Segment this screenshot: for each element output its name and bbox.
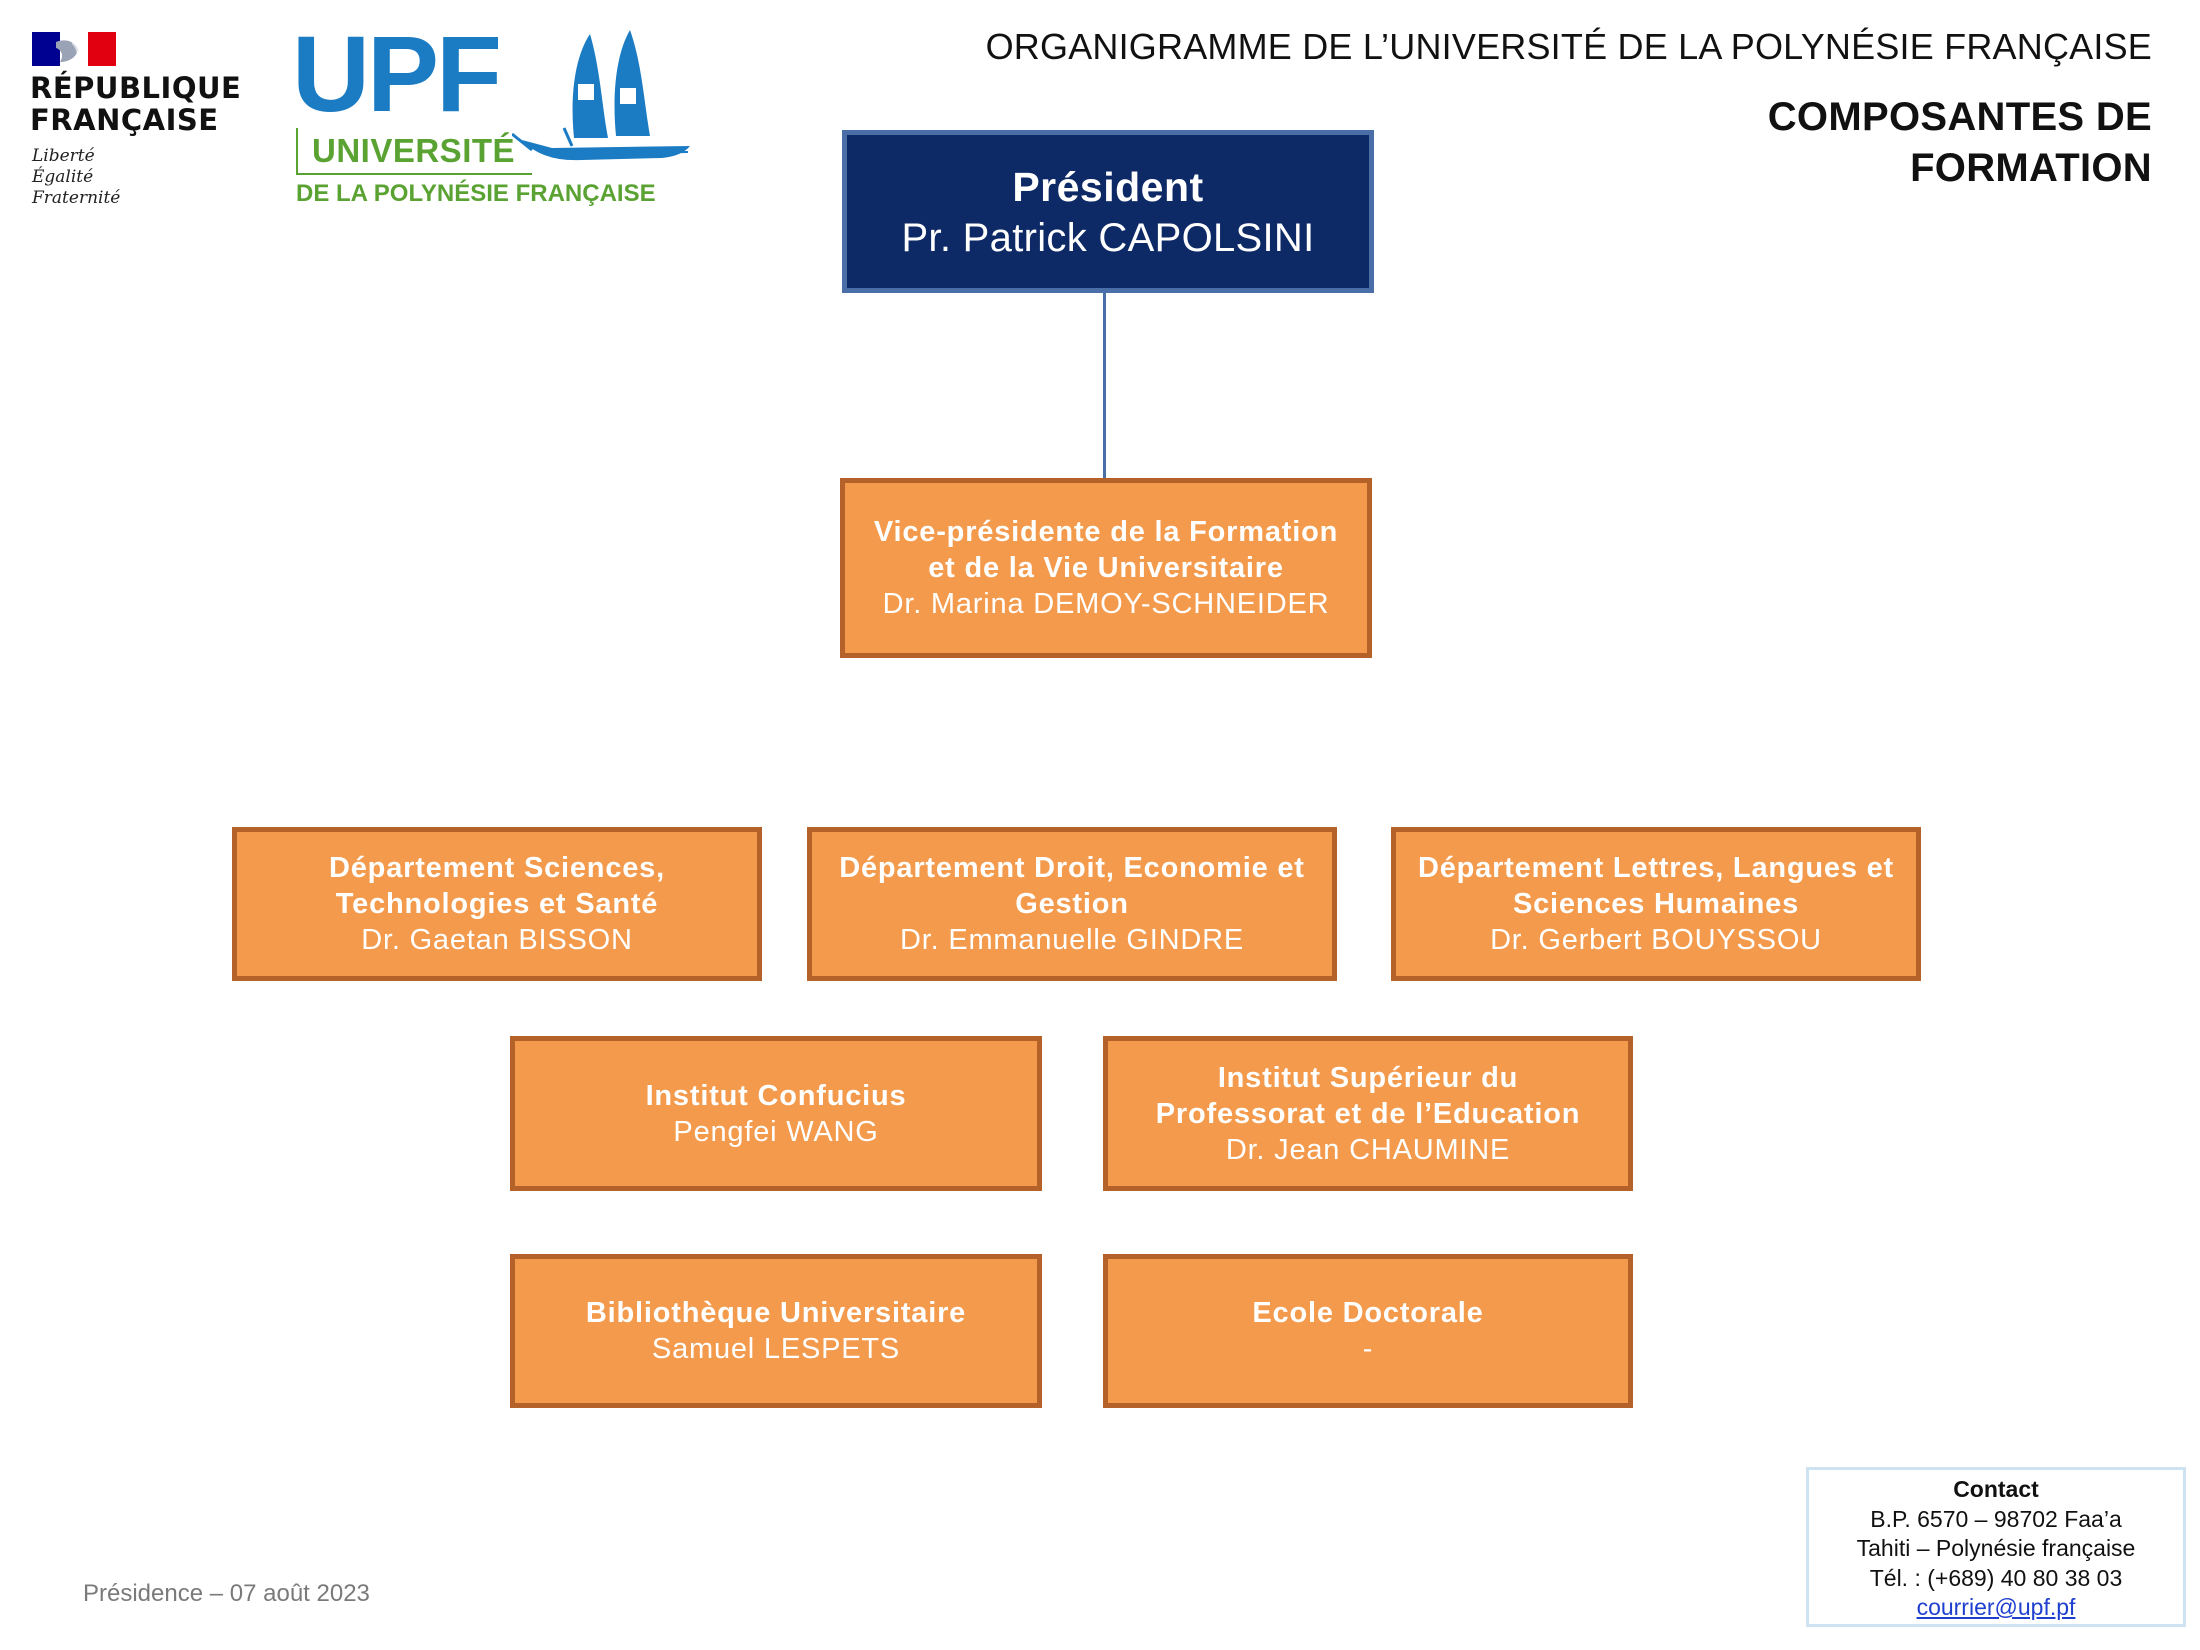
upf-university-label: UNIVERSITÉ	[312, 132, 516, 169]
page-title: ORGANIGRAMME DE L’UNIVERSITÉ DE LA POLYN…	[985, 26, 2152, 67]
contact-phone: Tél. : (+689) 40 80 38 03	[1869, 1564, 2123, 1591]
president-box: Président Pr. Patrick CAPOLSINI	[842, 130, 1374, 293]
service-head: Samuel LESPETS	[651, 1333, 901, 1365]
upf-acronym: UPF	[292, 13, 502, 134]
president-title: Président	[1012, 163, 1204, 210]
republique-francaise-logo: RÉPUBLIQUE FRANÇAISE Liberté Égalité Fra…	[30, 30, 260, 220]
marianne-flag-icon	[32, 32, 116, 66]
department-box-droit: Département Droit, Economie et Gestion D…	[807, 827, 1337, 981]
vice-president-name: Dr. Marina DEMOY-SCHNEIDER	[882, 588, 1330, 620]
ecole-doctorale-box: Ecole Doctorale -	[1103, 1254, 1633, 1408]
section-title: COMPOSANTES DE FORMATION	[1767, 95, 2152, 190]
upf-logo: UPF UNIVERSITÉ DE LA POLYNÉSIE FRANÇAISE	[292, 14, 692, 218]
department-head: Dr. Emmanuelle GINDRE	[900, 924, 1244, 956]
vice-president-box: Vice-présidente de la Formation et de la…	[840, 478, 1372, 658]
upf-subtitle: DE LA POLYNÉSIE FRANÇAISE	[296, 180, 656, 207]
department-head: Dr. Gerbert BOUYSSOU	[1490, 924, 1822, 956]
institut-confucius-box: Institut Confucius Pengfei WANG	[510, 1036, 1042, 1191]
department-head: Dr. Gaetan BISSON	[361, 924, 633, 956]
contact-email-link[interactable]: courrier@upf.pf	[1916, 1594, 2076, 1620]
contact-title: Contact	[1953, 1476, 2039, 1502]
inspe-box: Institut Supérieur du Professorat et de …	[1103, 1036, 1633, 1191]
department-box-lettres: Département Lettres, Langues et Sciences…	[1391, 827, 1921, 981]
contact-address: B.P. 6570 – 98702 Faa’a	[1870, 1505, 2122, 1532]
connector-line	[1103, 290, 1106, 478]
sailing-canoe-icon	[512, 30, 690, 161]
institute-head: Dr. Jean CHAUMINE	[1225, 1133, 1511, 1166]
department-box-sciences: Département Sciences, Technologies et Sa…	[232, 827, 762, 981]
president-name: Pr. Patrick CAPOLSINI	[901, 215, 1315, 260]
service-head: -	[1362, 1333, 1374, 1365]
footer-note: Présidence – 07 août 2023	[83, 1580, 370, 1607]
bibliotheque-box: Bibliothèque Universitaire Samuel LESPET…	[510, 1254, 1042, 1408]
contact-location: Tahiti – Polynésie française	[1856, 1535, 2136, 1561]
rf-motto: Liberté Égalité Fraternité	[32, 146, 121, 208]
rf-name: RÉPUBLIQUE FRANÇAISE	[30, 71, 242, 137]
institute-head: Pengfei WANG	[673, 1115, 879, 1148]
contact-box: Contact B.P. 6570 – 98702 Faa’a Tahiti –…	[1806, 1467, 2186, 1627]
